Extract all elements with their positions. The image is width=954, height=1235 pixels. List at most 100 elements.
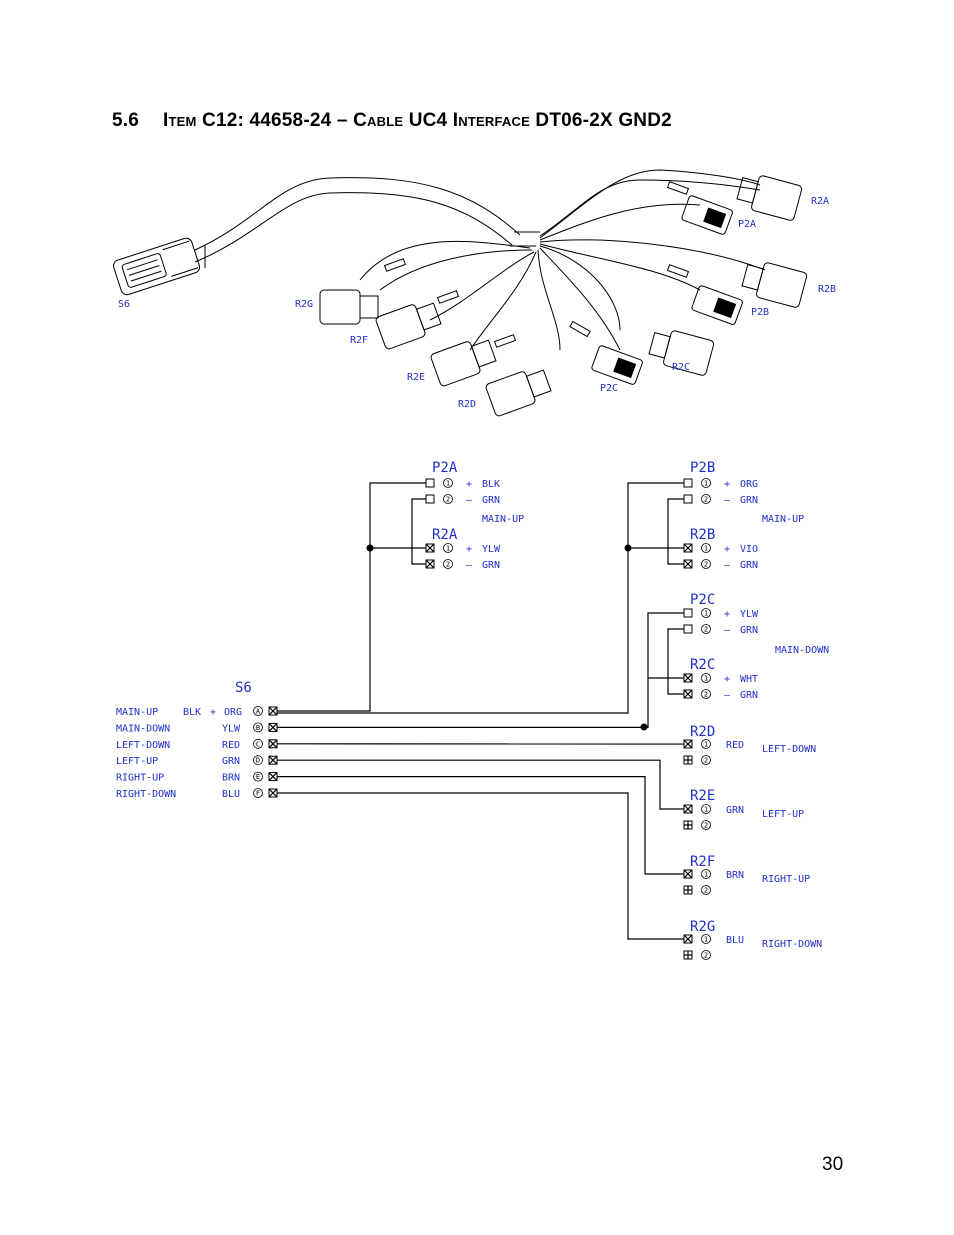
label-r2f: R2F	[350, 335, 368, 346]
pin-circle	[701, 478, 711, 488]
s6-pin-function: RIGHT-UP	[116, 773, 164, 784]
connector-title-r: R2B	[690, 527, 715, 543]
pin-circle	[253, 771, 263, 782]
pin-number: F	[256, 790, 260, 798]
pin-number: 1	[446, 480, 450, 488]
pin-sign: +	[724, 674, 730, 685]
single-title: R2E	[690, 788, 715, 804]
junction-dot	[366, 544, 374, 552]
pin-sign: +	[724, 479, 730, 490]
pin-number: 1	[704, 741, 708, 749]
s6-pin-function: MAIN-UP	[116, 707, 158, 718]
pin-number: B	[256, 724, 260, 732]
pin-sign: +	[466, 479, 472, 490]
pin-sign: –	[724, 560, 731, 571]
label-r2c-top: R2C	[672, 362, 690, 373]
pin-sign: –	[724, 495, 731, 506]
s6-pin-color: BLU	[222, 789, 240, 800]
pin-number: 1	[704, 545, 708, 553]
s6-pin-color: RED	[222, 740, 240, 751]
s6-pin-color: YLW	[222, 723, 241, 734]
terminal-mark	[425, 559, 435, 569]
pin-number: 2	[446, 561, 450, 569]
s6-pin-color: GRN	[222, 756, 240, 767]
bus-wire	[277, 482, 426, 712]
ground-wire	[411, 498, 426, 565]
pin-circle	[253, 706, 263, 716]
pin-circle	[701, 543, 711, 553]
pin-sign: +	[724, 544, 730, 555]
single-function: RIGHT-DOWN	[762, 939, 822, 950]
pin-circle	[701, 934, 711, 944]
pin-circle	[701, 673, 711, 683]
terminal-mark	[268, 788, 278, 798]
bus-wire	[277, 759, 684, 810]
pin-number: 2	[704, 691, 708, 699]
pin-sign: –	[466, 560, 473, 571]
group-function: MAIN-UP	[762, 514, 804, 525]
terminal-mark	[268, 706, 278, 716]
connector-title-r: R2C	[690, 657, 715, 673]
connector-title-r: R2A	[432, 527, 458, 543]
group-function: MAIN-UP	[482, 514, 524, 525]
title-part: Item	[163, 110, 197, 131]
pin-sign: +	[724, 609, 730, 620]
terminal-mark	[683, 559, 693, 569]
pin-number: 2	[704, 887, 708, 895]
pin-color: GRN	[482, 560, 500, 571]
pin-circle	[701, 624, 711, 634]
pin-number: 2	[446, 496, 450, 504]
pin-number: 1	[704, 936, 708, 944]
terminal-box	[425, 478, 435, 488]
pin-number: 2	[704, 496, 708, 504]
pin-circle	[443, 494, 453, 504]
pin-number: C	[256, 740, 260, 748]
pin-color: BLK	[482, 479, 500, 490]
connector-title-p: P2C	[690, 592, 715, 608]
pin-number: 2	[704, 952, 708, 960]
pin-number: 2	[704, 561, 708, 569]
s6-pin-function: LEFT-UP	[116, 756, 158, 767]
harness-drawing: S6 R2G R2F R2E R2D R2A P2A R2B P2B R2C P…	[113, 169, 836, 417]
pin-circle	[701, 608, 711, 618]
junction-dot	[624, 544, 632, 552]
pin-circle	[701, 689, 711, 699]
pin-number: E	[256, 773, 260, 781]
label-r2g: R2G	[295, 299, 313, 310]
terminal-mark	[683, 934, 693, 944]
pin-circle	[443, 478, 453, 488]
single-title: R2G	[690, 919, 715, 935]
pin-circle	[701, 559, 711, 569]
pin-color: VIO	[740, 544, 758, 555]
pin-circle	[701, 885, 711, 895]
bus-wire	[277, 792, 684, 940]
single-function: RIGHT-UP	[762, 874, 810, 885]
pin-circle	[701, 820, 711, 830]
pin-circle	[253, 738, 263, 749]
title-part: C12: 44658-24 –	[196, 110, 354, 131]
pin-color: GRN	[482, 495, 500, 506]
label-p2c: P2C	[600, 383, 618, 394]
junction-dot	[640, 723, 648, 731]
title-part: UC4	[403, 110, 453, 131]
pin-color: GRN	[740, 625, 758, 636]
group-function: MAIN-DOWN	[775, 645, 829, 656]
pin-number: 2	[704, 822, 708, 830]
terminal-mark	[683, 869, 693, 879]
pin-circle	[443, 543, 453, 553]
pin-circle	[701, 755, 711, 765]
s6-pin-sign: +	[210, 707, 216, 718]
bus-wire	[277, 775, 684, 875]
single-function: LEFT-DOWN	[762, 744, 816, 755]
pin-color: GRN	[740, 560, 758, 571]
single-color: RED	[726, 740, 744, 751]
pin-circle	[701, 739, 711, 749]
pin-circle	[443, 559, 453, 569]
single-color: GRN	[726, 805, 744, 816]
pin-circle	[701, 869, 711, 879]
pin-sign: –	[466, 495, 473, 506]
s6-pin-color: BLK	[183, 707, 201, 718]
pin-number: 1	[704, 675, 708, 683]
